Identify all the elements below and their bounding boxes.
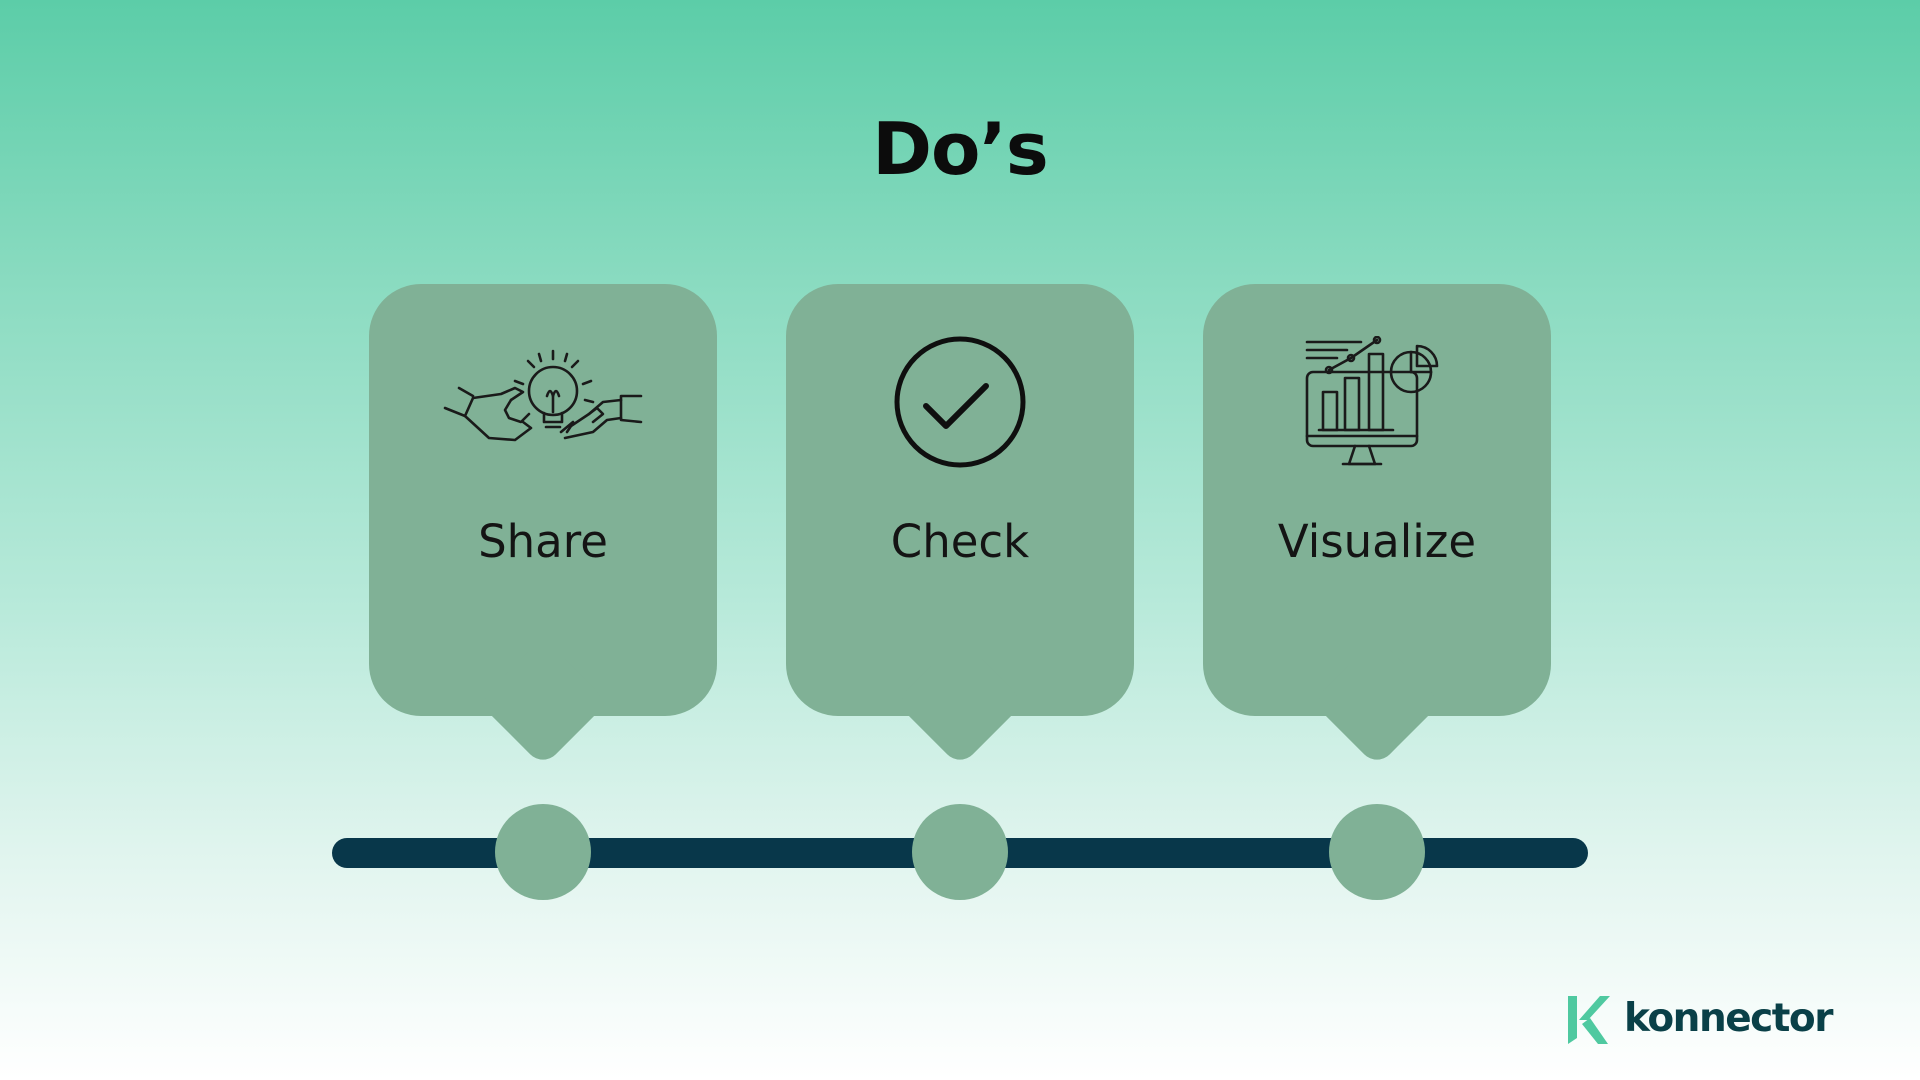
step-card-check: Check	[786, 284, 1134, 768]
timeline-node-visualize	[1329, 804, 1425, 900]
check-circle-icon	[894, 336, 1026, 468]
timeline-node-check	[912, 804, 1008, 900]
step-label: Share	[478, 515, 608, 568]
card-pointer	[477, 636, 609, 768]
konnector-k-logo-icon	[1568, 996, 1610, 1044]
step-label: Visualize	[1277, 515, 1477, 568]
timeline-node-share	[495, 804, 591, 900]
step-label: Check	[890, 515, 1030, 568]
step-card-share: Share	[369, 284, 717, 768]
konnector-logo: konnector	[1566, 994, 1833, 1044]
slide-title: Do’s	[872, 107, 1048, 191]
logo-wordmark: konnector	[1624, 996, 1833, 1041]
card-pointer	[894, 636, 1026, 768]
handshake-lightbulb-icon	[443, 349, 643, 442]
card-pointer	[1311, 636, 1443, 768]
step-card-visualize: Visualize	[1203, 284, 1551, 768]
monitor-chart-icon	[1305, 336, 1439, 466]
